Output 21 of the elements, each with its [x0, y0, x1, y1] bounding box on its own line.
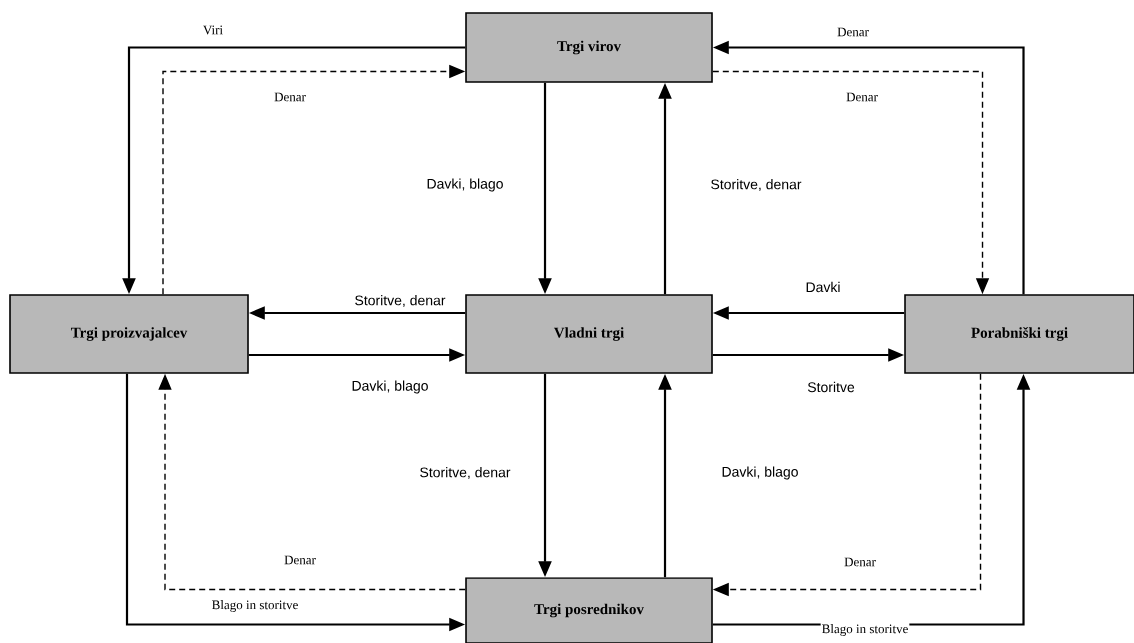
- edge-label: Denar: [273, 91, 307, 103]
- market-box: Trgi proizvajalcev: [9, 294, 249, 374]
- edge-label: Storitve, denar: [353, 294, 447, 308]
- edge-label: Viri: [201, 24, 225, 36]
- edge-label: Blago in storitve: [210, 599, 300, 613]
- market-box: Vladni trgi: [465, 294, 713, 374]
- edge-label: Davki, blago: [425, 177, 505, 193]
- edge-label: Davki, blago: [720, 465, 800, 481]
- edge-label: Denar: [836, 26, 870, 38]
- edge-label: Storitve, denar: [709, 178, 803, 192]
- edge-label: Blago in storitve: [820, 623, 910, 637]
- edge-label: Davki, blago: [350, 379, 430, 395]
- market-box: Porabniški trgi: [904, 294, 1134, 374]
- edge-label: Denar: [283, 554, 317, 566]
- edge-label: Davki: [804, 280, 842, 294]
- market-box: Trgi virov: [465, 12, 713, 83]
- edge-label: Storitve, denar: [418, 466, 512, 480]
- edge-label: Storitve: [806, 380, 856, 394]
- edge-label: Denar: [845, 91, 879, 103]
- market-box: Trgi posrednikov: [465, 577, 713, 643]
- edge-label: Denar: [843, 556, 877, 568]
